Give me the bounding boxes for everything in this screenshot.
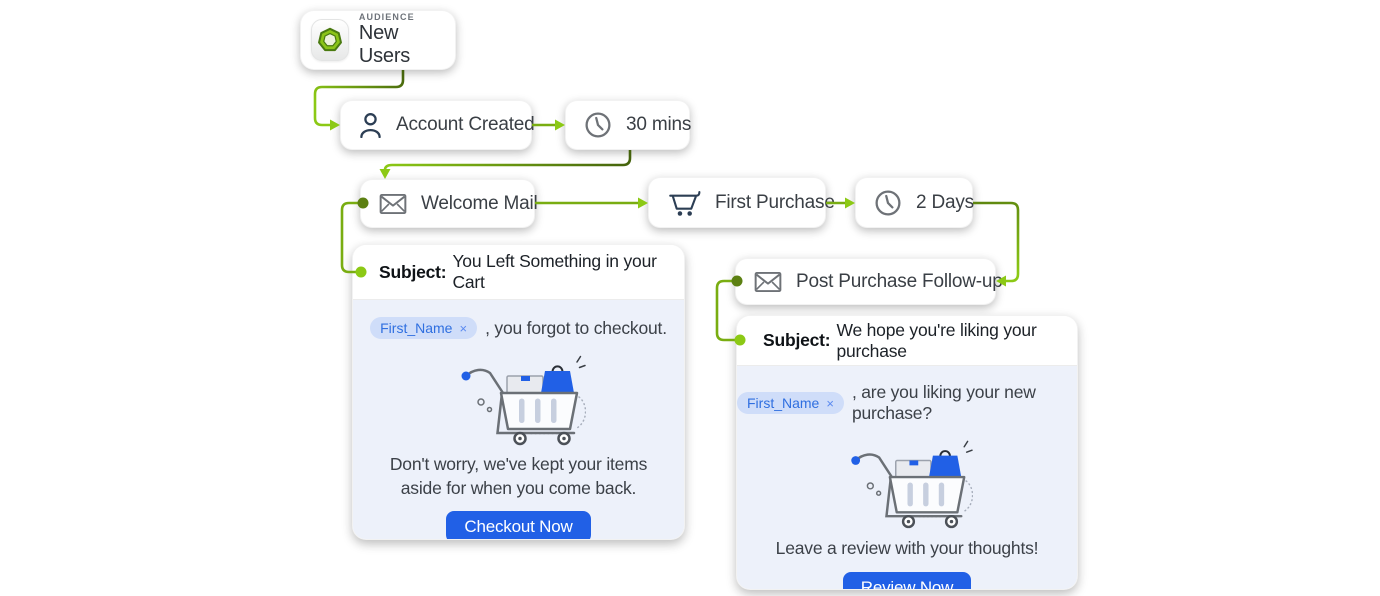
shopping-cart-illustration <box>451 347 586 447</box>
greeting-text: , you forgot to checkout. <box>485 317 667 338</box>
node-label: Post Purchase Follow-up <box>796 270 1003 292</box>
email-body-text: Don't worry, we've kept your items aside… <box>389 454 648 498</box>
audience-title: New Users <box>358 22 411 68</box>
subject-text: You Left Something in your Cart <box>452 251 657 292</box>
audience-text: AUDIENCE New Users <box>359 12 445 68</box>
merge-tag-label: First_Name <box>380 320 453 336</box>
merge-tag-chip[interactable]: First_Name × <box>370 317 478 339</box>
cart-icon <box>667 188 701 218</box>
node-account-created[interactable]: Account Created <box>340 100 535 150</box>
node-post-purchase-followup[interactable]: Post Purchase Follow-up <box>735 258 1003 305</box>
node-label: Welcome Mail <box>421 192 538 214</box>
mail-icon <box>754 271 782 293</box>
subject-label: Subject: <box>379 261 447 282</box>
subject-text: We hope you're liking your purchase <box>836 319 1037 361</box>
node-delay-2-days[interactable]: 2 Days <box>855 177 974 228</box>
node-delay-30-mins[interactable]: 30 mins <box>565 100 692 150</box>
node-label: Account Created <box>396 114 535 135</box>
mail-icon <box>379 193 407 215</box>
email-body: First_Name × , you forgot to checkout. D… <box>353 300 684 539</box>
audience-eyebrow: AUDIENCE <box>358 11 415 22</box>
chip-remove-icon[interactable]: × <box>459 320 468 336</box>
audience-node-new-users[interactable]: AUDIENCE New Users <box>300 10 456 70</box>
email-card-post-purchase: Subject: We hope you're liking your purc… <box>736 315 1078 590</box>
chip-remove-icon[interactable]: × <box>826 395 834 411</box>
merge-tag-chip[interactable]: First_Name × <box>737 392 844 414</box>
email-card-cart-abandonment: Subject: You Left Something in your Cart… <box>352 244 685 540</box>
email-body: First_Name × , are you liking your new p… <box>737 366 1077 589</box>
node-label: 30 mins <box>626 114 692 135</box>
user-icon <box>359 112 382 138</box>
email-subject-row: Subject: We hope you're liking your purc… <box>737 316 1077 366</box>
email-subject-row: Subject: You Left Something in your Cart <box>353 245 684 300</box>
clock-icon <box>874 189 902 217</box>
greeting-row: First_Name × , you forgot to checkout. <box>370 317 667 339</box>
node-welcome-mail[interactable]: Welcome Mail <box>360 179 538 228</box>
node-first-purchase[interactable]: First Purchase <box>648 177 835 228</box>
clock-icon <box>584 111 612 139</box>
email-body-text: Leave a review with your thoughts! <box>775 538 1039 558</box>
greeting-text: , are you liking your new purchase? <box>851 382 1036 423</box>
node-label: First Purchase <box>715 191 835 213</box>
review-now-button[interactable]: Review Now <box>842 571 972 589</box>
heptagon-audience-icon <box>311 19 349 61</box>
checkout-now-button[interactable]: Checkout Now <box>446 511 591 539</box>
merge-tag-label: First_Name <box>747 395 820 411</box>
node-label: 2 Days <box>916 191 974 213</box>
subject-label: Subject: <box>763 330 831 350</box>
greeting-row: First_Name × , are you liking your new p… <box>737 382 1077 424</box>
shopping-cart-illustration <box>841 432 973 530</box>
